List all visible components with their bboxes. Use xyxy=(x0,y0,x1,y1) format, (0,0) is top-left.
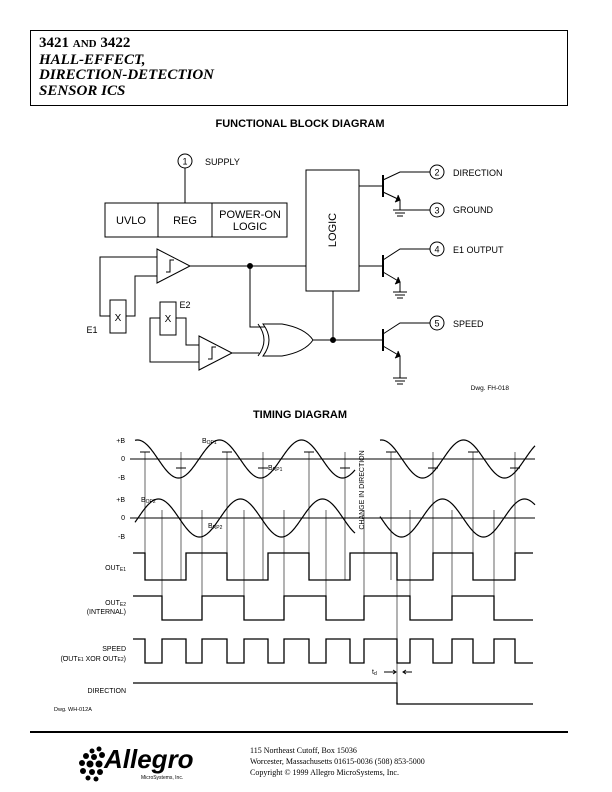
allegro-logo-subtext: MicroSystems, Inc. xyxy=(141,775,183,781)
bop2-label: BOP2 xyxy=(141,497,156,505)
oute2-waveform xyxy=(133,595,533,621)
ground-icon xyxy=(393,209,407,217)
zero-label-1: 0 xyxy=(121,456,125,463)
pin-1-label: SUPPLY xyxy=(205,157,240,167)
xor-gate-back xyxy=(257,323,265,357)
footer-rule xyxy=(30,731,568,733)
ground-icon xyxy=(393,377,407,385)
and-word: AND xyxy=(72,38,97,50)
pin-4-circle xyxy=(429,241,445,257)
pin-3-label: GROUND xyxy=(453,205,493,215)
header-box: 3421 AND 3422 HALL-EFFECT, DIRECTION-DET… xyxy=(30,30,568,106)
b-field-sine-1b xyxy=(379,439,536,479)
timing-diagram: +B 0 -B +B 0 -B BOP1 BRP1 BOP2 BRP2 OUTE… xyxy=(54,438,536,713)
hall-element-e1 xyxy=(109,299,127,334)
power-on-label-1: POWER-ON xyxy=(219,209,281,221)
pin-2-label: DIRECTION xyxy=(453,168,503,178)
block-diagram-title: FUNCTIONAL BLOCK DIAGRAM xyxy=(215,118,385,130)
pin-2-number: 2 xyxy=(434,168,439,178)
e1-label: E1 xyxy=(86,325,97,335)
td-label: td xyxy=(372,669,377,677)
pin-4-number: 4 xyxy=(434,245,439,255)
td-arrow-right xyxy=(402,669,412,675)
title-line-1: 3421 AND 3422 xyxy=(39,35,559,53)
title-line-2: HALL-EFFECT, xyxy=(39,51,146,68)
transistor-direction xyxy=(359,171,430,217)
e2-label: E2 xyxy=(179,300,190,310)
hysteresis-icon xyxy=(166,259,174,273)
timing-diagram-title: TIMING DIAGRAM xyxy=(252,409,348,421)
brp2-label: BRP2 xyxy=(208,523,223,531)
power-on-label-2: LOGIC xyxy=(233,221,267,233)
speed-waveform xyxy=(133,638,533,664)
waveform-layer xyxy=(130,439,536,705)
speed-expression: (OUTE1 XOR OUTE2) xyxy=(60,656,126,663)
change-in-direction-label: CHANGE IN DIRECTION xyxy=(359,450,366,529)
transistor-e1 xyxy=(359,248,430,299)
brp1-label: BRP1 xyxy=(268,465,283,473)
ground-icon xyxy=(393,291,407,299)
address-line-1: 115 Northeast Cutoff, Box 15036 xyxy=(250,746,357,755)
functional-block-diagram: 1 SUPPLY UVLO REG POWER-ON LOGIC LOGIC X… xyxy=(86,153,510,392)
pin-1-number: 1 xyxy=(182,157,187,167)
title-line-3: DIRECTION-DETECTION xyxy=(39,67,215,83)
pin-3-number: 3 xyxy=(434,206,439,216)
zero-label-2: 0 xyxy=(121,515,125,522)
speed-label: SPEED xyxy=(102,646,126,653)
hysteresis-icon xyxy=(208,346,216,360)
direction-waveform xyxy=(133,682,533,705)
minus-b-label-1: -B xyxy=(118,475,125,482)
oute2-label: OUTE2 xyxy=(105,600,126,608)
schmitt-trigger-e1 xyxy=(156,248,192,284)
b-field-sine-2 xyxy=(134,498,356,538)
company-address: 115 Northeast Cutoff, Box 15036 Worceste… xyxy=(250,745,425,778)
uvlo-label: UVLO xyxy=(116,215,146,227)
title-line-4: SENSOR ICS xyxy=(39,82,126,99)
pin-5-label: SPEED xyxy=(453,319,484,329)
logic-label: LOGIC xyxy=(327,213,339,247)
pin-5-number: 5 xyxy=(434,319,439,329)
oute1-waveform xyxy=(133,552,533,581)
junction-dot xyxy=(330,337,336,343)
part-number-b: 3422 xyxy=(100,35,131,51)
plus-b-label-2: +B xyxy=(116,497,125,504)
minus-b-label-2: -B xyxy=(118,534,125,541)
allegro-logo-text: Allegro xyxy=(103,744,194,774)
pin-4-label: E1 OUTPUT xyxy=(453,245,504,255)
part-number-a: 3421 xyxy=(39,35,69,51)
transistor-speed xyxy=(382,322,430,385)
direction-label: DIRECTION xyxy=(88,688,127,695)
power-block-row xyxy=(104,202,288,238)
copyright-line: Copyright © 1999 Allegro MicroSystems, I… xyxy=(250,768,399,777)
e2-x-label: X xyxy=(165,314,172,325)
b-field-sine-2b xyxy=(379,498,536,538)
e1-x-label: X xyxy=(115,313,122,324)
schmitt-trigger-e2 xyxy=(198,335,234,371)
address-line-2: Worcester, Massachusetts 01615-0036 (508… xyxy=(250,757,425,766)
bop1-label: BOP1 xyxy=(202,438,217,446)
pin-5-circle xyxy=(429,315,445,331)
block-dwg-number: Dwg. FH-018 xyxy=(471,385,510,392)
oute1-label: OUTE1 xyxy=(105,565,126,573)
timing-dwg-number: Dwg. WH-012A xyxy=(54,707,92,713)
plus-b-label-1: +B xyxy=(116,438,125,445)
pin-2-circle xyxy=(429,164,445,180)
pin-3-circle xyxy=(429,202,445,218)
td-arrow-left xyxy=(384,669,397,675)
xor-gate xyxy=(262,323,314,357)
reg-label: REG xyxy=(173,215,197,227)
b-field-sine-1 xyxy=(134,439,356,479)
internal-label: (INTERNAL) xyxy=(87,609,126,616)
